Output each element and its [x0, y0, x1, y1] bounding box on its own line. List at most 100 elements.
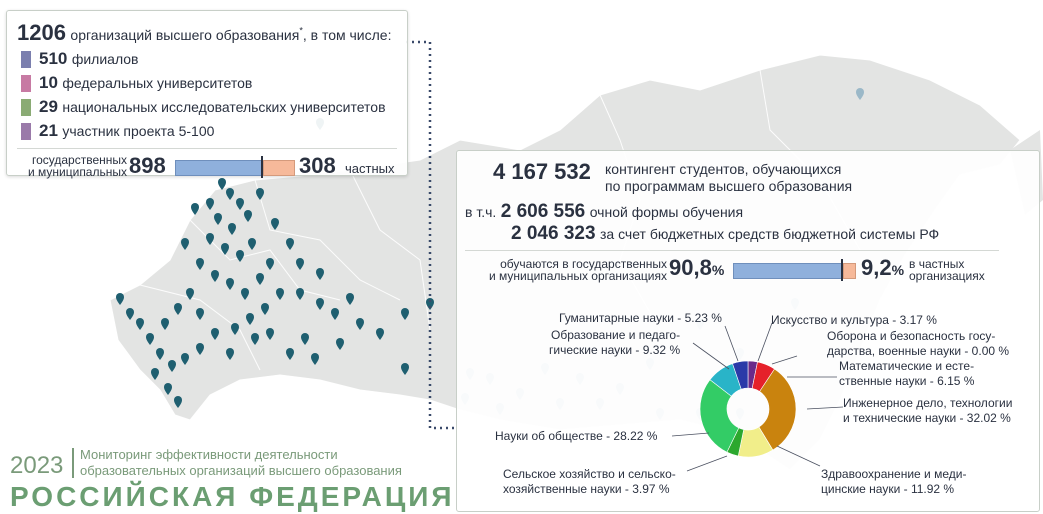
- map-pin: [206, 233, 214, 245]
- footer-line-1: Мониторинг эффективности деятельности: [80, 447, 338, 462]
- label-defense-1: Оборона и безопасность госу-: [827, 329, 996, 343]
- map-pin: [116, 293, 124, 305]
- orgs-state-label-2: и муниципальных: [27, 165, 127, 179]
- orgs-state-num: 898: [129, 153, 166, 178]
- footer-line-2: образовательных организаций высшего обра…: [80, 463, 402, 478]
- map-pin: [214, 213, 222, 225]
- label-math-2: ственные науки - 6.15 %: [839, 374, 975, 388]
- map-pin: [196, 343, 204, 355]
- leader-line: [806, 406, 844, 410]
- footer-year: 2023: [10, 452, 64, 479]
- map-pin: [168, 360, 176, 372]
- orgs-private-num: 308: [299, 153, 336, 178]
- orgs-total-suffix: , в том числе:: [302, 27, 392, 43]
- map-pin: [286, 348, 294, 360]
- map-pin: [296, 288, 304, 300]
- organizations-panel: 1206 организаций высшего образования*, в…: [6, 10, 408, 179]
- orgs-total: 1206: [17, 20, 66, 45]
- students-contingent-text-1: контингент студентов, обучающихся: [605, 161, 842, 177]
- orgs-item-5-100: 21 участник проекта 5-100: [21, 121, 214, 141]
- orgs-item-text: национальных исследовательских университ…: [62, 99, 386, 115]
- orgs-item-num: 510: [39, 49, 68, 68]
- leader-line: [757, 322, 773, 362]
- map-pin: [248, 238, 256, 250]
- orgs-asterisk: *: [299, 25, 303, 36]
- students-contingent-text-2: по программам высшего образования: [605, 178, 853, 194]
- map-pin: [244, 210, 252, 222]
- students-private-label-2: организациях: [909, 269, 985, 283]
- students-budget-text: за счет бюджетных средств бюджетной сист…: [599, 226, 940, 242]
- donut-slice-8: [732, 360, 749, 390]
- map-pin: [211, 270, 219, 282]
- map-pin: [266, 328, 274, 340]
- map-pin: [226, 348, 234, 360]
- students-state-label-1: обучаются в государственных: [500, 257, 667, 271]
- label-agri-1: Сельское хозяйство и сельско-: [503, 467, 676, 481]
- label-art: Искусство и культура - 3.17 %: [771, 313, 937, 327]
- students-private-label-1: в частных: [909, 257, 965, 271]
- connector-dotted-line: [406, 40, 458, 430]
- students-budget: 2 046 323: [511, 223, 596, 244]
- map-pin: [356, 318, 364, 330]
- students-incl: в т.ч.: [465, 204, 497, 220]
- map-pin: [161, 318, 169, 330]
- map-pin: [186, 288, 194, 300]
- orgs-item-federal: 10 федеральных университетов: [21, 73, 252, 93]
- map-pin: [256, 273, 264, 285]
- students-divider: [465, 250, 999, 251]
- map-pin: [126, 308, 134, 320]
- map-pin: [174, 303, 182, 315]
- students-bar-separator: [841, 259, 843, 281]
- footer-country: РОССИЙСКАЯ ФЕДЕРАЦИЯ: [10, 481, 455, 512]
- orgs-item-text: участник проекта 5-100: [62, 123, 215, 139]
- students-state-pct: 90,8: [669, 255, 712, 280]
- map-pin: [301, 333, 309, 345]
- donut-slice-6: [699, 379, 740, 453]
- orgs-private-label: частных: [345, 161, 395, 176]
- map-pin: [181, 353, 189, 365]
- map-pin: [136, 318, 144, 330]
- swatch-federal: [21, 75, 31, 93]
- students-fulltime-text: очной формы обучения: [589, 204, 744, 220]
- label-eng-2: и технические науки - 32.02 %: [843, 411, 1011, 425]
- map-pin: [856, 88, 864, 100]
- students-fulltime: 2 606 556: [500, 201, 586, 222]
- map-pin: [211, 328, 219, 340]
- map-pin: [316, 268, 324, 280]
- footer-separator: [72, 448, 74, 478]
- map-pin: [311, 353, 319, 365]
- label-edu-1: Образование и педаго-: [550, 328, 681, 342]
- students-private-bar: [843, 263, 856, 279]
- leader-line: [724, 325, 739, 362]
- swatch-national-research: [21, 99, 31, 117]
- map-pin: [221, 243, 229, 255]
- map-pin: [228, 223, 236, 235]
- map-pin: [296, 258, 304, 270]
- map-pin: [226, 188, 234, 200]
- label-health-1: Здравоохранение и меди-: [821, 467, 967, 481]
- orgs-item-num: 29: [39, 97, 58, 116]
- map-pin: [276, 288, 284, 300]
- leader-lines: [671, 322, 844, 472]
- orgs-item-national-research: 29 национальных исследовательских универ…: [21, 97, 386, 117]
- orgs-item-num: 10: [39, 73, 58, 92]
- map-pin: [196, 308, 204, 320]
- map-pin: [231, 323, 239, 335]
- map-pin: [174, 396, 182, 408]
- students-private-pct: 9,2: [861, 255, 892, 280]
- map-pin: [146, 333, 154, 345]
- students-state-label-2: и муниципальных организациях: [488, 269, 667, 283]
- swatch-5-100: [21, 123, 31, 141]
- label-humanities: Гуманитарные науки - 5.23 %: [559, 311, 722, 325]
- leader-line: [776, 445, 821, 467]
- map-pin: [236, 250, 244, 262]
- students-state-pct-sign: %: [711, 262, 725, 278]
- leader-line: [771, 355, 798, 365]
- map-pin: [156, 348, 164, 360]
- map-pin: [191, 203, 199, 215]
- leader-line: [692, 342, 730, 370]
- orgs-item-num: 21: [39, 121, 58, 140]
- label-agri-2: хозяйственные науки - 3.97 %: [503, 482, 670, 496]
- leader-line: [686, 455, 728, 472]
- orgs-bar-separator: [261, 156, 263, 178]
